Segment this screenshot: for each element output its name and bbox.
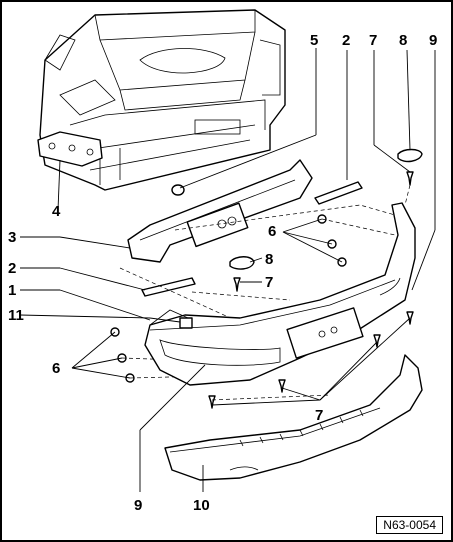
callout-6-lower: 6: [52, 360, 60, 377]
part-8-cap-lower: [229, 256, 255, 270]
part-8-cap-upper: [397, 148, 423, 163]
part-2-strip-lower: [141, 277, 196, 297]
callout-2-lower: 2: [8, 260, 16, 277]
callout-10: 10: [193, 497, 210, 514]
callout-3: 3: [8, 229, 16, 246]
callout-9-bottom: 9: [134, 497, 142, 514]
callout-11: 11: [8, 307, 24, 324]
callout-6-upper: 6: [268, 223, 276, 240]
assembly-guide-lines: [119, 184, 411, 401]
part-11-sensor: [179, 317, 193, 329]
callout-2-top: 2: [342, 32, 350, 49]
part-3-impact-bar: [127, 159, 313, 263]
callout-8-lower: 8: [265, 251, 273, 268]
part-2-strip-upper: [314, 181, 363, 205]
part-10-lower-spoiler: [164, 354, 423, 481]
callout-7-bottom: 7: [315, 407, 323, 424]
callout-labels: 5 2 7 8 9 4 3 6 2 8 7 1 11 6 7 9 10: [8, 32, 437, 514]
callout-7-middle: 7: [265, 274, 273, 291]
leader-lines: [19, 48, 436, 492]
part-5-grommet: [171, 184, 185, 196]
callout-9-top: 9: [429, 32, 437, 49]
part-4-mount-bracket: [37, 131, 103, 167]
callout-7-top: 7: [369, 32, 377, 49]
part-9-bumper-cover: [144, 202, 416, 386]
callout-8-top: 8: [399, 32, 407, 49]
document-reference-number: N63-0054: [376, 516, 443, 534]
callout-1: 1: [8, 282, 16, 299]
callout-5-top: 5: [310, 32, 318, 49]
callout-4: 4: [52, 203, 61, 220]
